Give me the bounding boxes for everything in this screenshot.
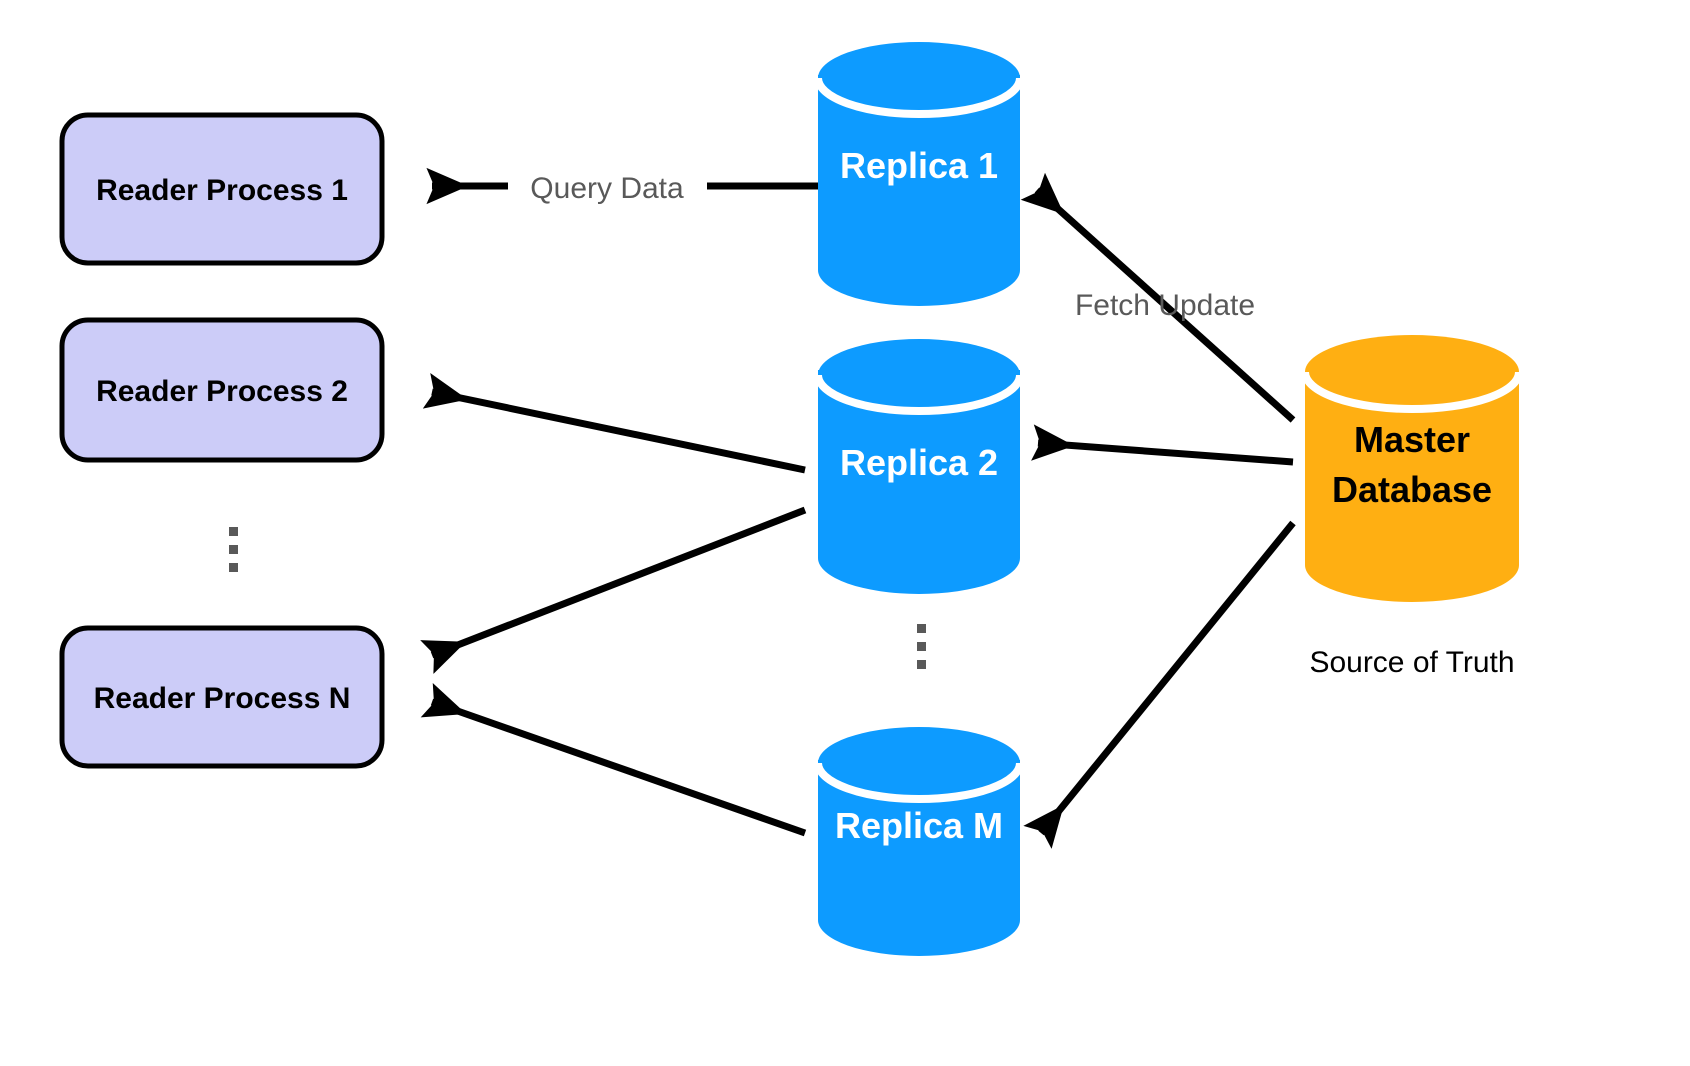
master-database-node[interactable]: Master Database	[1301, 335, 1523, 602]
fetch-update-label: Fetch Update	[1075, 289, 1255, 322]
replica-2-rim	[814, 374, 1024, 415]
replica-m-top[interactable]	[818, 727, 1020, 799]
reader-process-1-node[interactable]: Reader Process 1	[59, 112, 385, 266]
readers-ellipsis-icon	[229, 527, 238, 572]
query-data-label: Query Data	[530, 172, 684, 205]
master-database-top[interactable]	[1305, 335, 1519, 409]
replica-m-rim	[814, 762, 1024, 803]
reader-process-2-label: Reader Process 2	[96, 375, 348, 408]
replica-1-body[interactable]	[818, 75, 1020, 306]
replica-1-label: Replica 1	[840, 145, 998, 186]
source-of-truth-caption: Source of Truth	[1309, 646, 1514, 679]
replica-m-node[interactable]: Replica M	[814, 727, 1024, 956]
reader-process-n-box[interactable]	[59, 625, 385, 769]
replica-2-body[interactable]	[818, 370, 1020, 594]
edge-master-to-replicaM	[1023, 520, 1296, 849]
edge-replica2-to-readerN	[420, 506, 807, 674]
reader-process-1-label: Reader Process 1	[96, 174, 348, 207]
master-database-label-line2: Database	[1332, 469, 1492, 510]
edge-replica2-to-reader2	[422, 373, 806, 474]
reader-process-1-box[interactable]	[59, 112, 385, 266]
replica-2-node[interactable]: Replica 2	[814, 339, 1024, 594]
replica-m-label: Replica M	[835, 805, 1003, 846]
reader-process-n-label: Reader Process N	[94, 682, 351, 715]
edge-master-to-replica1	[1020, 172, 1296, 423]
replica-1-rim	[814, 77, 1024, 118]
reader-process-n-node[interactable]: Reader Process N	[59, 625, 385, 769]
reader-process-2-box[interactable]	[59, 317, 385, 463]
edge-master-to-replica2	[1031, 424, 1294, 466]
replica-1-top[interactable]	[818, 42, 1020, 114]
edge-replicaM-to-readerN	[420, 682, 807, 837]
master-database-body[interactable]	[1305, 372, 1519, 602]
replica-2-label: Replica 2	[840, 442, 998, 483]
replica-1-node[interactable]: Replica 1	[814, 42, 1024, 306]
master-database-label-line1: Master	[1354, 419, 1470, 460]
replicas-ellipsis-icon	[917, 624, 926, 669]
reader-process-2-node[interactable]: Reader Process 2	[59, 317, 385, 463]
replica-2-top[interactable]	[818, 339, 1020, 411]
replica-m-body[interactable]	[818, 760, 1020, 956]
master-database-rim	[1301, 371, 1523, 413]
